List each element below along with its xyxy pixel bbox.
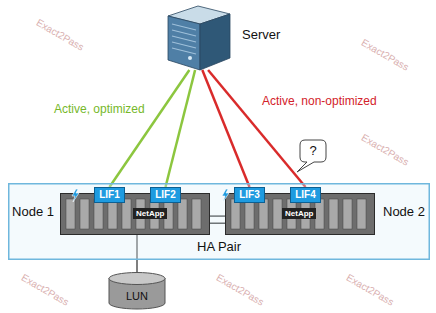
watermark: Exact2Pass <box>214 272 265 308</box>
node-label: Server <box>242 28 280 43</box>
watermark: Exact2Pass <box>344 272 395 308</box>
node-label: LUN <box>126 290 148 303</box>
node-label: HA Pair <box>197 240 241 255</box>
path-state-label: Active, non-optimized <box>262 95 377 109</box>
node-label: Node 2 <box>383 205 425 220</box>
network-path <box>208 70 305 187</box>
server-icon: Server <box>162 2 234 70</box>
lif-name: LIF4 <box>295 189 316 201</box>
lif-name: LIF3 <box>239 189 260 201</box>
callout-bubble: ? <box>300 140 326 162</box>
path-state-label: Active, optimized <box>54 103 145 117</box>
lif-port: LIF3 <box>234 187 265 203</box>
watermark: Exact2Pass <box>19 272 70 308</box>
lif-port: LIF2 <box>150 187 181 203</box>
network-path <box>110 70 190 187</box>
lif-port: LIF1 <box>94 187 125 203</box>
network-path <box>202 70 249 187</box>
vendor-logo: NetApp <box>133 208 167 219</box>
lif-name: LIF2 <box>155 189 176 201</box>
node-label: Node 1 <box>12 205 54 220</box>
server-icon-shape <box>162 2 234 70</box>
callout-text: ? <box>309 144 316 159</box>
watermark: Exact2Pass <box>34 17 85 53</box>
ha-pair-band: HA Pair Node 1 LIF1 LIF2Node 2 LIF3 LIF4 <box>8 183 430 260</box>
lif-port: LIF4 <box>290 187 321 203</box>
watermark: Exact2Pass <box>359 132 410 168</box>
network-path <box>166 70 196 187</box>
lif-name: LIF1 <box>99 189 120 201</box>
watermark: Exact2Pass <box>359 37 410 73</box>
vendor-logo: NetApp <box>282 208 316 219</box>
lun-cylinder: LUN <box>108 272 166 310</box>
